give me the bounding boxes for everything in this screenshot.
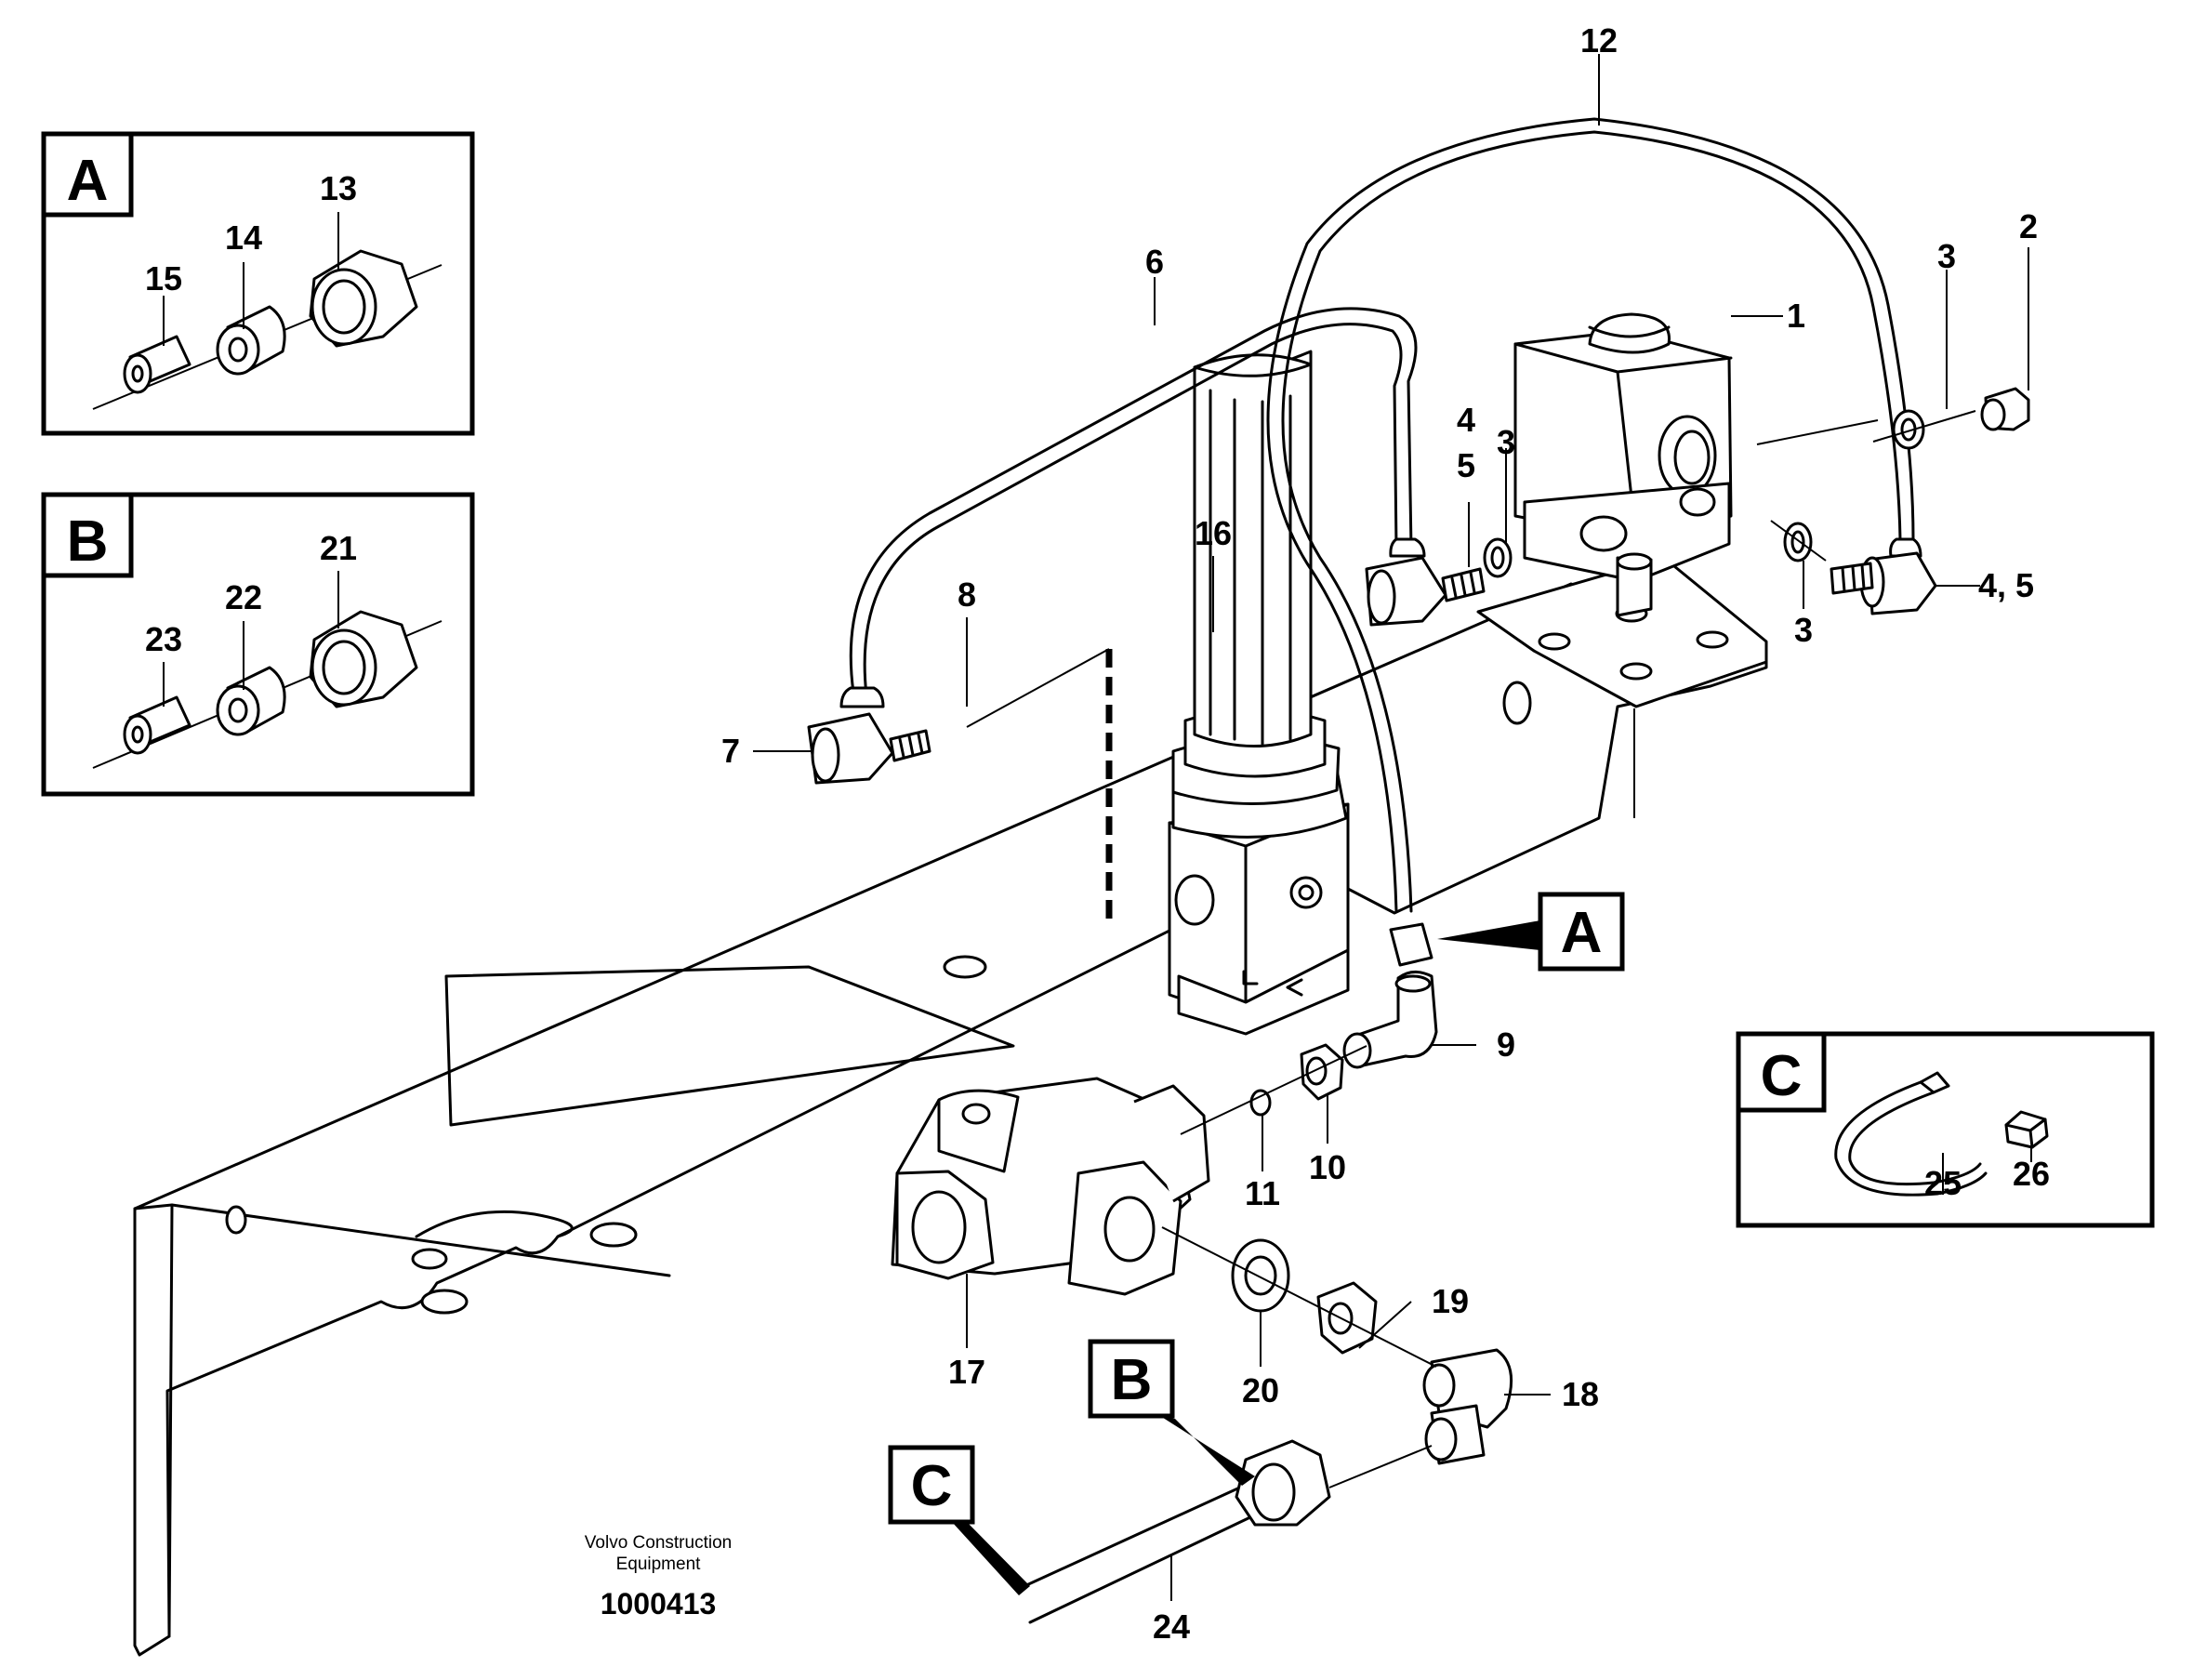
leader-8-axis <box>966 648 1110 728</box>
caption-line-1: Volvo Construction <box>585 1533 732 1553</box>
bracket-hole <box>943 955 987 979</box>
part-14-sleeve <box>216 305 286 376</box>
part-2-plug <box>1980 387 2030 431</box>
part-18-elbow-fitting <box>1422 1348 1513 1465</box>
pipe-6 <box>849 307 1418 697</box>
callout-24: 24 <box>1153 1607 1190 1646</box>
callout-3-top: 3 <box>1937 237 1956 275</box>
callout-21: 21 <box>320 529 357 567</box>
callout-leaders <box>753 54 2029 1601</box>
detail-inset-a: A 15 14 13 <box>41 131 475 436</box>
ref-c-box <box>888 1445 975 1525</box>
callout-19: 19 <box>1432 1282 1469 1320</box>
ref-b-pointer <box>1160 1416 1255 1486</box>
part-26-tie-mount <box>2004 1110 2049 1149</box>
axis-valve-right <box>1756 419 1879 445</box>
caption-line-2: Equipment <box>616 1554 702 1574</box>
inset-a-letter-box <box>41 131 134 218</box>
callout-7: 7 <box>721 732 740 770</box>
callout-22: 22 <box>225 578 262 616</box>
part-16-pressure-regulator <box>1168 350 1350 1036</box>
seal-washers-3 <box>1483 409 1925 578</box>
publisher-caption: Volvo Construction Equipment 1000413 <box>585 1533 732 1620</box>
bracket-hole <box>1502 681 1532 725</box>
part-20-washer <box>1231 1238 1290 1313</box>
plate-hole <box>1538 632 1571 651</box>
bracket-hole <box>225 1205 247 1235</box>
callout-14: 14 <box>225 218 262 257</box>
callout-23: 23 <box>145 620 182 658</box>
part-10-nut <box>1300 1043 1344 1101</box>
detail-ref-a: A <box>1437 892 1625 972</box>
part-24-hose-with-nut <box>1023 1439 1433 1624</box>
callout-3-right: 3 <box>1794 611 1813 649</box>
part-7-elbow-fitting <box>807 686 931 785</box>
detail-inset-c: C 25 26 <box>1736 1031 2155 1228</box>
callout-13: 13 <box>320 169 357 207</box>
callout-4-5: 4, 5 <box>1978 566 2034 604</box>
part-4-5-elbow-fitting-left <box>1365 537 1486 627</box>
detail-ref-b: B <box>1088 1339 1255 1486</box>
part-25-cable-tie <box>1834 1071 1988 1197</box>
axis-manifold-right <box>1161 1226 1437 1368</box>
pipe-12 <box>1266 117 1915 913</box>
part-15-tube-insert <box>123 335 192 394</box>
part-19-nut <box>1316 1281 1378 1355</box>
callout-16: 16 <box>1195 514 1232 552</box>
bracket-hole <box>411 1248 448 1270</box>
mounting-bracket <box>133 556 1768 1657</box>
callout-12: 12 <box>1580 21 1618 60</box>
ref-c-letter: C <box>911 1454 953 1518</box>
inset-c-letter: C <box>1761 1044 1803 1108</box>
callout-8: 8 <box>958 575 976 614</box>
part-1-solenoid-valve <box>1513 312 1733 617</box>
axis-plug <box>1872 410 1976 443</box>
inset-c-letter-box <box>1736 1031 1827 1113</box>
callout-10: 10 <box>1309 1148 1346 1186</box>
inset-b-letter: B <box>67 509 109 574</box>
inset-b-letter-box <box>41 492 134 578</box>
axis-right-washer <box>1770 520 1827 562</box>
part-17-manifold <box>891 1077 1210 1296</box>
callout-4: 4 <box>1457 401 1475 439</box>
callout-26: 26 <box>2013 1155 2050 1193</box>
callout-3-left: 3 <box>1497 423 1515 461</box>
callout-5: 5 <box>1457 446 1475 484</box>
callout-15: 15 <box>145 259 182 298</box>
plate-hole <box>1619 662 1653 681</box>
callout-11: 11 <box>1245 1174 1280 1212</box>
bracket-hole <box>589 1222 638 1248</box>
ref-a-letter: A <box>1561 901 1603 965</box>
inset-a-letter: A <box>67 149 109 213</box>
bracket-hole <box>420 1289 469 1315</box>
detail-inset-b: B 23 22 21 <box>41 492 475 797</box>
part-11-o-ring <box>1249 1089 1272 1117</box>
plate-hole <box>1696 630 1729 649</box>
bracket-slot <box>415 1210 574 1238</box>
part-23-tube-insert <box>123 695 192 755</box>
ref-a-pointer <box>1437 920 1540 950</box>
detail-ref-c: C <box>888 1445 1030 1595</box>
part-9-elbow-fitting <box>1342 922 1438 1069</box>
callout-17: 17 <box>948 1353 985 1391</box>
callout-18: 18 <box>1562 1375 1599 1413</box>
callout-25: 25 <box>1924 1164 1962 1202</box>
callout-1: 1 <box>1787 297 1805 335</box>
ref-c-pointer <box>952 1522 1030 1595</box>
ref-a-box <box>1538 892 1625 972</box>
callout-20: 20 <box>1242 1371 1279 1409</box>
ref-b-box <box>1088 1339 1175 1419</box>
ref-b-letter: B <box>1111 1348 1153 1412</box>
document-number: 1000413 <box>601 1587 717 1620</box>
axis-manifold-top <box>1180 1045 1367 1135</box>
part-13-nut <box>309 249 418 348</box>
part-22-sleeve <box>216 666 286 736</box>
part-21-nut <box>309 610 418 708</box>
callout-2: 2 <box>2019 207 2038 245</box>
callout-6: 6 <box>1145 243 1164 281</box>
part-4-5-elbow-fitting-right <box>1830 537 1937 615</box>
callout-9: 9 <box>1497 1025 1515 1064</box>
bracket-cutout <box>444 965 1015 1127</box>
